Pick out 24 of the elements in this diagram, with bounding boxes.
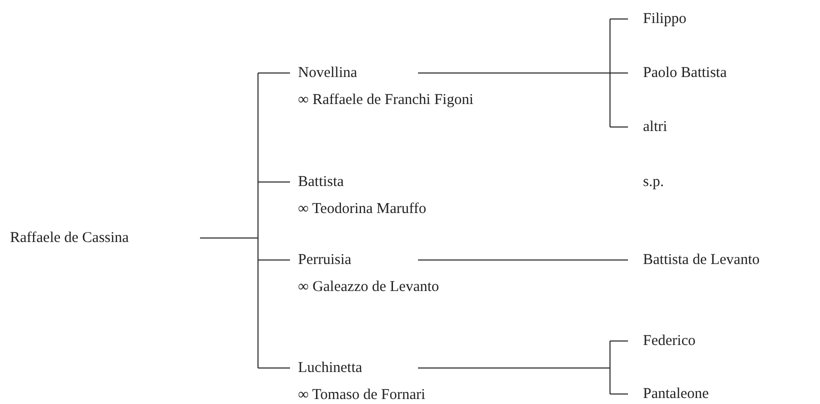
person-name: Pantaleone: [628, 384, 808, 404]
tree-connector: [610, 18, 628, 20]
tree-connector: [610, 340, 628, 342]
person-name: Paolo Battista: [628, 63, 808, 83]
spouse-name: ∞ Teodorina Maruffo: [298, 200, 426, 219]
person-name: Novellina: [290, 63, 418, 83]
note-label: s.p.: [643, 173, 664, 192]
person-name: Federico: [628, 331, 808, 351]
person-name: Battista de Levanto: [628, 250, 808, 270]
person-name: Luchinetta: [290, 358, 418, 378]
person-name: Raffaele de Cassina: [10, 228, 200, 248]
tree-connector: [258, 72, 290, 74]
person-name: Battista: [290, 172, 418, 192]
person-name: altri: [628, 117, 808, 137]
spouse-name: ∞ Raffaele de Franchi Figoni: [298, 91, 474, 110]
tree-connector: [200, 72, 258, 368]
tree-connector: [418, 18, 610, 128]
spouse-name: ∞ Galeazzo de Levanto: [298, 278, 440, 297]
tree-connector: [610, 126, 628, 128]
person-name: Perruisia: [290, 250, 418, 270]
person-name: Filippo: [628, 9, 808, 29]
tree-connector: [418, 340, 610, 394]
tree-connector: [610, 72, 628, 74]
spouse-name: ∞ Tomaso de Fornari: [298, 386, 426, 404]
